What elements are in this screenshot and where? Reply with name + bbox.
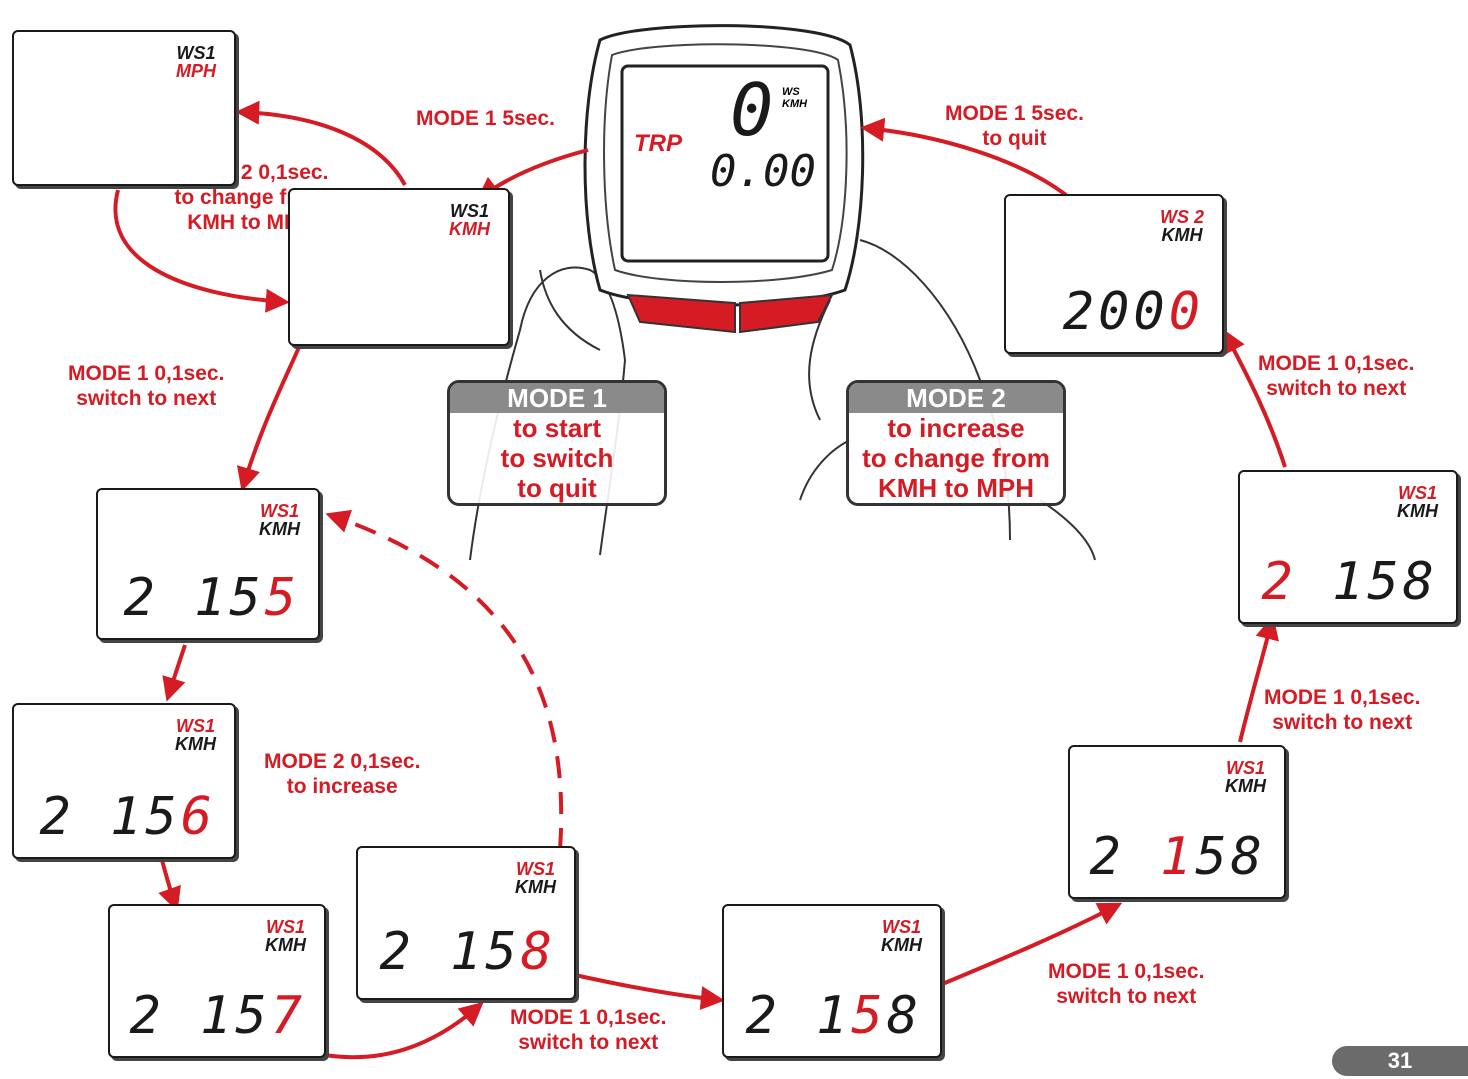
label-mode1-next-d: MODE 1 0,1sec. switch to next xyxy=(1264,686,1421,734)
mode1-line-quit: to quit xyxy=(517,473,597,503)
screen-indicator: WS1 KMH xyxy=(515,859,556,897)
screen-2156: WS1 KMH 2 156 xyxy=(12,703,236,859)
screen-value: 2 158 xyxy=(1261,552,1438,612)
screen-indicator: WS1 KMH xyxy=(265,917,306,955)
flow-arrows xyxy=(113,100,1287,1060)
mode1-box-title: MODE 1 xyxy=(450,383,664,413)
screen-indicator: WS1 KMH xyxy=(449,201,490,239)
label-mode1-next-e: MODE 1 0,1sec. switch to next xyxy=(1258,352,1415,400)
mode1-box: MODE 1 to start to switch to quit xyxy=(447,380,667,506)
screen-2157: WS1 KMH 2 157 xyxy=(108,904,326,1058)
screen-indicator: WS1 MPH xyxy=(176,43,216,81)
label-mode2-increase: MODE 2 0,1sec. to increase xyxy=(264,750,421,798)
dashed-return-arrow xyxy=(325,509,564,851)
label-mode1-5sec-quit: MODE 1 5sec. to quit xyxy=(945,102,1084,150)
screen-mph: WS1 MPH xyxy=(12,30,236,186)
screen-2158-first-digit: WS1 KMH 2 158 xyxy=(1238,470,1458,624)
screen-indicator: WS1 KMH xyxy=(1225,758,1266,796)
mode2-box: MODE 2 to increase to change from KMH to… xyxy=(846,380,1066,506)
label-mode1-5sec-start: MODE 1 5sec. xyxy=(416,107,555,130)
mode1-line-start: to start xyxy=(512,413,602,443)
label-mode1-next-c: MODE 1 0,1sec. switch to next xyxy=(1048,960,1205,1008)
screen-value: 2 158 xyxy=(745,986,922,1046)
display-trip: 0.00 xyxy=(710,146,816,197)
mode2-line-increase: to increase xyxy=(887,413,1025,443)
screen-value: 2 155 xyxy=(123,568,300,628)
screen-kmh: WS1 KMH xyxy=(288,188,510,346)
screen-2155: WS1 KMH 2 155 xyxy=(96,488,320,640)
screen-value: 2000 xyxy=(1062,282,1204,342)
display-speed-unit: WS KMH xyxy=(782,86,807,110)
mode1-line-switch: to switch xyxy=(500,443,614,473)
screen-indicator: WS1 KMH xyxy=(259,501,300,539)
display-speed-unit-top: WS xyxy=(782,86,800,98)
label-mode1-next-b: MODE 1 0,1sec. switch to next xyxy=(510,1006,667,1054)
display-speed: 0 xyxy=(730,68,774,152)
mode2-line-kmh-mph: KMH to MPH xyxy=(878,473,1034,503)
screen-value: 2 156 xyxy=(39,787,216,847)
page-number: 31 xyxy=(1332,1046,1468,1076)
screen-indicator: WS1 KMH xyxy=(1397,483,1438,521)
device-display: TRP 0 WS KMH 0.00 xyxy=(622,66,828,261)
screen-ws2: WS 2 KMH 2000 xyxy=(1004,194,1224,354)
screen-indicator: WS1 KMH xyxy=(881,917,922,955)
mode2-box-title: MODE 2 xyxy=(849,383,1063,413)
screen-2158-last-digit: WS1 KMH 2 158 xyxy=(356,846,576,1000)
screen-value: 2 158 xyxy=(1089,827,1266,887)
mode2-line-change: to change from xyxy=(862,443,1050,473)
screen-value: 2 157 xyxy=(129,986,306,1046)
cycle-computer xyxy=(583,24,865,334)
screen-2158-second-digit: WS1 KMH 2 158 xyxy=(1068,745,1286,899)
screen-2158-third-digit: WS1 KMH 2 158 xyxy=(722,904,942,1058)
display-speed-unit-main: KMH xyxy=(782,98,808,110)
screen-value: 2 158 xyxy=(379,922,556,982)
screen-indicator: WS1 KMH xyxy=(175,716,216,754)
screen-indicator: WS 2 KMH xyxy=(1159,207,1204,245)
label-mode1-next-a: MODE 1 0,1sec. switch to next xyxy=(68,362,225,410)
display-mode-label: TRP xyxy=(634,130,682,157)
